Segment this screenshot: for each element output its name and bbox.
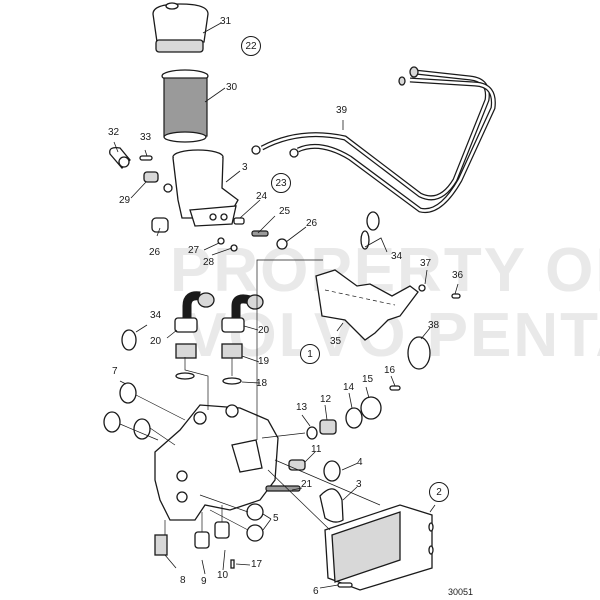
part-label-33: 33 [140,132,152,143]
part-label-16: 16 [384,365,396,376]
part-label-19: 19 [258,356,270,367]
group-callout-1: 1 [300,344,320,364]
part-label-13: 13 [296,402,308,413]
part-label-32: 32 [108,127,120,138]
part-label-26-washer: 26 [306,218,318,229]
part-label-27: 27 [188,245,200,256]
part-label-9: 9 [201,576,207,587]
figure-number: 30051 [448,587,474,597]
filter-element [161,69,209,143]
part-label-36: 36 [452,270,464,281]
bracket [315,269,461,341]
part-label-10: 10 [217,570,229,581]
part-label-29: 29 [119,195,131,206]
part-label-17: 17 [251,559,263,570]
group-callout-22: 22 [241,36,261,56]
part-label-4: 4 [357,457,363,468]
part-label-20-left: 20 [150,336,162,347]
part-label-30: 30 [226,82,238,93]
leader-lines [113,22,459,589]
part-label-18: 18 [256,378,268,389]
part-label-7: 7 [112,366,118,377]
elbow-connectors [174,291,264,385]
part-label-25: 25 [279,206,291,217]
part-label-6: 6 [313,586,319,597]
part-label-34-top: 34 [391,251,403,262]
oil-cooler-housing [154,404,279,521]
part-label-34-left: 34 [150,310,162,321]
part-label-35: 35 [330,336,342,347]
part-label-20-right: 20 [258,325,270,336]
part-label-21: 21 [301,479,313,490]
oil-pipes [251,66,496,214]
filter-cap [152,2,209,53]
watermark-line-1: PROPERTY OF [170,236,600,305]
part-label-15: 15 [362,374,374,385]
oil-cooler [324,504,434,591]
part-label-39: 39 [336,105,348,116]
part-label-3-seal: 3 [356,479,362,490]
part-label-8: 8 [180,575,186,586]
part-label-26-plug: 26 [149,247,161,258]
part-label-14: 14 [343,382,355,393]
part-label-31: 31 [220,16,232,27]
part-label-5: 5 [273,513,279,524]
part-label-28: 28 [203,257,215,268]
filter-housing [172,149,239,227]
small-fittings [151,217,288,252]
part-label-12: 12 [320,394,332,405]
group-callout-2: 2 [429,482,449,502]
part-label-38: 38 [428,320,440,331]
part-label-24: 24 [256,191,268,202]
part-label-11: 11 [311,444,322,455]
part-label-37: 37 [420,258,432,269]
elbow-fitting [109,146,173,193]
group-callout-23: 23 [271,173,291,193]
part-label-3-housing: 3 [242,162,248,173]
